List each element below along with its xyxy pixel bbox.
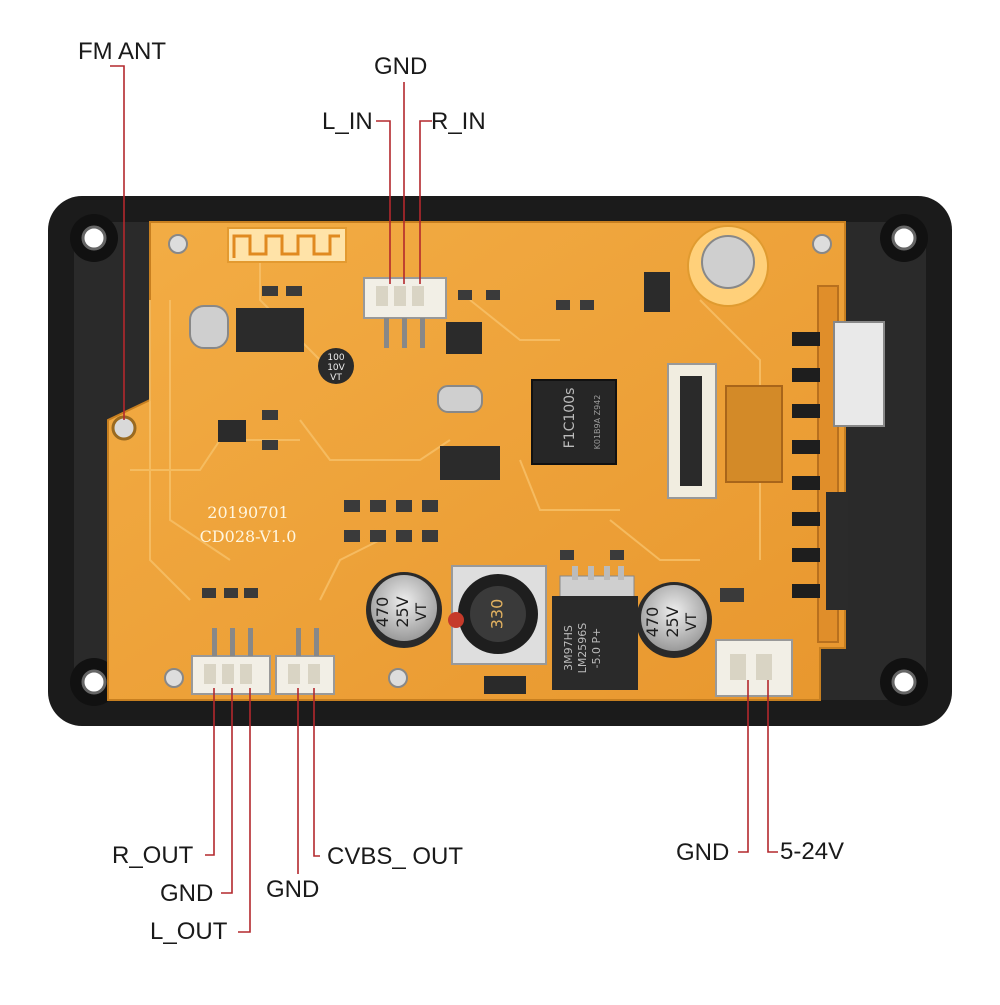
leader-gnd-left	[221, 688, 233, 894]
crystal-1	[189, 305, 229, 349]
cap2-l1: 470	[643, 607, 662, 638]
silk-date: 20190701	[207, 503, 288, 522]
label-gnd-top: GND	[374, 53, 428, 80]
silk-version: CD028-V1.0	[200, 527, 297, 546]
label-power-in: 5-24V	[780, 838, 845, 865]
fm-antenna-pad	[111, 415, 137, 441]
ic-small-2	[446, 322, 482, 354]
pcb-screw-bm	[388, 668, 408, 688]
small-cap	[318, 348, 354, 384]
soc-sublabel: K01B9A Z942	[593, 395, 602, 450]
pcb-screw-tr	[812, 234, 832, 254]
label-cvbs-out: CVBS_ OUT	[327, 843, 464, 870]
ic-small-1	[218, 420, 246, 442]
leader-gnd-power	[738, 680, 749, 853]
ic-small-4	[644, 272, 670, 312]
crystal-2	[437, 385, 483, 413]
bt-antenna	[227, 227, 347, 263]
diode	[484, 676, 526, 694]
bt-antenna-trace	[232, 234, 340, 258]
regulator-l3: 3M97HS	[562, 625, 575, 671]
sd-slot	[826, 492, 848, 610]
pcb-screw-tl	[168, 234, 188, 254]
leader-cvbs-out	[313, 688, 320, 857]
small-cap-l2: 10V	[327, 363, 345, 373]
capacitor-2: 470 25V VT	[636, 582, 712, 658]
leader-r-in	[419, 120, 432, 284]
leader-r-out	[205, 688, 215, 856]
leader-lines	[110, 65, 778, 933]
label-gnd-left: GND	[160, 880, 214, 907]
power-in-connector	[715, 639, 793, 697]
frame-hole-bl-inner	[81, 669, 107, 695]
fpc-connector-slot	[680, 376, 702, 486]
pcb: F1C100s K01B9A Z942 100 10V VT	[107, 221, 885, 701]
cap1-l3: VT	[414, 602, 430, 621]
inductor-label: 330	[488, 599, 507, 630]
frame-hole-tr-inner	[891, 225, 917, 251]
regulator-l1: LM2596S	[576, 623, 589, 674]
inductor: 330	[448, 565, 547, 665]
capacitor-1: 470 25V VT	[366, 572, 442, 648]
label-r-in: R_IN	[431, 108, 486, 135]
ic-small-3	[440, 446, 500, 480]
soc-chip	[531, 379, 617, 465]
smd-components	[202, 286, 744, 602]
regulator-l2: -5.0 P+	[590, 628, 603, 669]
battery-cell	[701, 235, 755, 289]
frame-hole-br-inner	[891, 669, 917, 695]
label-gnd-power: GND	[676, 839, 730, 866]
cap2-l3: VT	[684, 612, 700, 631]
label-l-in: L_IN	[322, 108, 373, 135]
small-cap-l3: VT	[330, 373, 342, 383]
cap1-l1: 470	[373, 597, 392, 628]
frame-hole-tl-inner	[81, 225, 107, 251]
leader-fm-ant	[110, 65, 125, 420]
label-gnd-mid: GND	[266, 876, 320, 903]
label-r-out: R_OUT	[112, 842, 194, 869]
small-cap-l1: 100	[327, 353, 344, 363]
side-header-pins	[792, 332, 820, 598]
leader-power-in	[767, 680, 778, 853]
label-fm-ant: FM ANT	[78, 38, 166, 65]
soc-label: F1C100s	[562, 388, 578, 449]
cvbs-out-connector	[275, 628, 335, 695]
leader-l-out	[238, 688, 251, 933]
audio-in-connector	[363, 277, 447, 348]
audio-out-connector	[191, 628, 271, 695]
cap2-l2: 25V	[663, 606, 682, 637]
pcb-screw-bl	[164, 668, 184, 688]
usb-connector	[833, 321, 885, 427]
leader-l-in	[376, 120, 391, 284]
label-l-out: L_OUT	[150, 918, 228, 945]
regulator: LM2596S -5.0 P+ 3M97HS	[552, 566, 638, 690]
cap1-l2: 25V	[393, 596, 412, 627]
fpc-ribbon	[725, 385, 783, 483]
ic-audio	[236, 308, 304, 352]
